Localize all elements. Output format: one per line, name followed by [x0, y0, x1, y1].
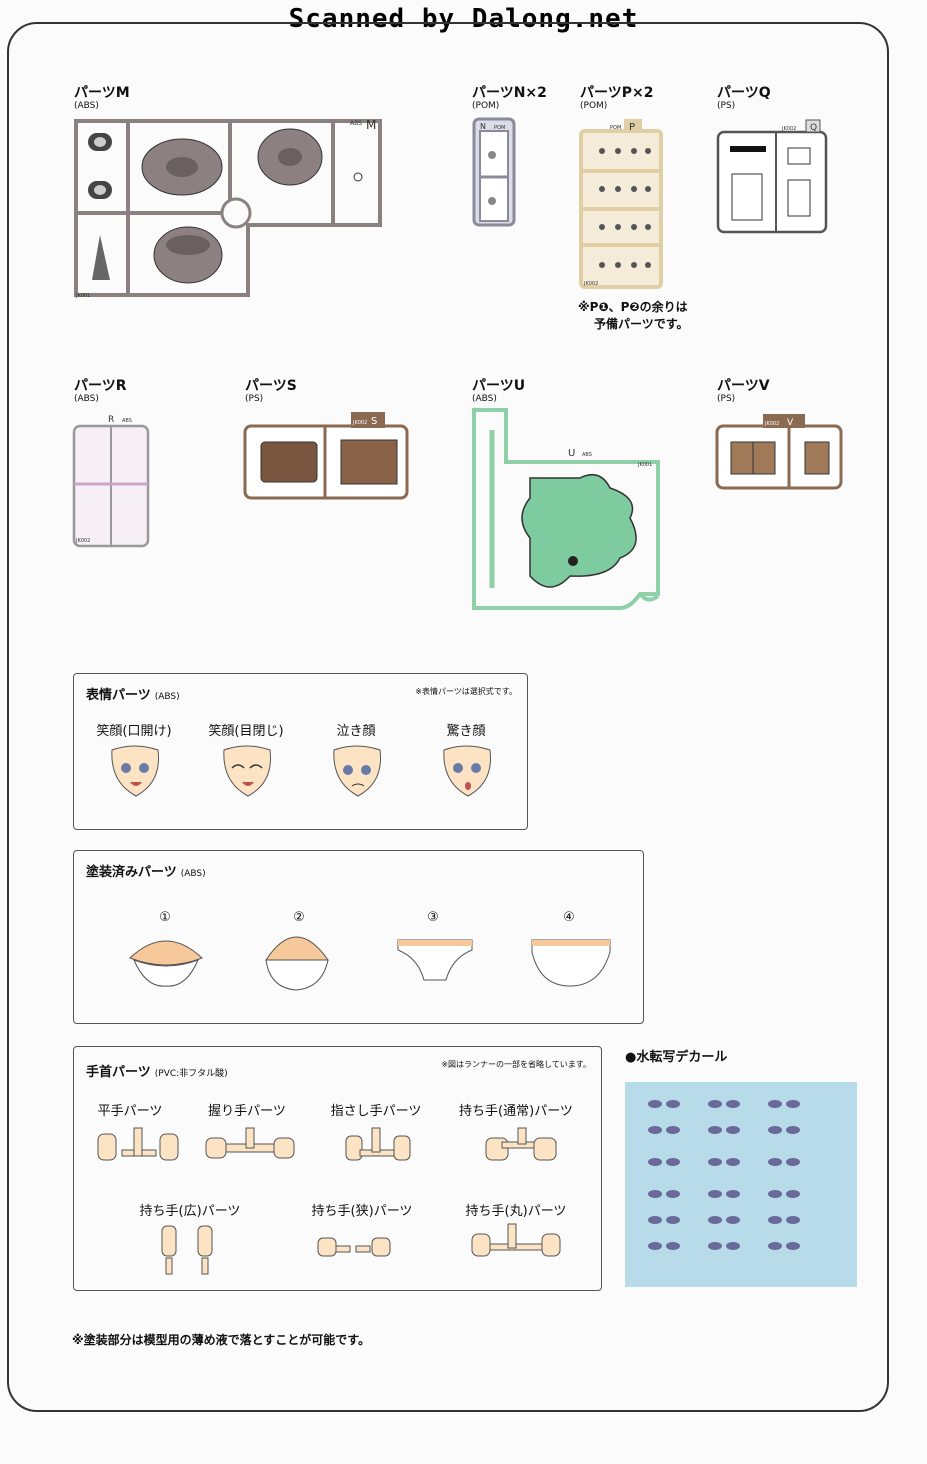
expression-material: (ABS) — [154, 692, 180, 702]
parts-u-mattag: ABS — [582, 452, 592, 458]
parts-v-code: JK002 — [764, 421, 779, 427]
hand-caption-flat: 平手パーツ — [97, 1104, 163, 1119]
parts-p-name: パーツP×2 — [580, 85, 654, 101]
painted-num-1: ① — [159, 910, 171, 925]
parts-r-mattag: ABS — [122, 418, 132, 424]
face-crying — [333, 745, 382, 797]
parts-n-mattag: POM — [494, 125, 505, 131]
parts-p-tag: P — [629, 122, 635, 133]
parts-v-runner: V JK002 — [715, 414, 843, 490]
face-caption-4: 驚き顔 — [446, 724, 486, 739]
parts-p-mattag: POM — [610, 125, 621, 131]
parts-p-label: パーツP×2 (POM) — [580, 82, 653, 111]
parts-m-material: (ABS) — [74, 101, 99, 111]
parts-v-name: パーツV — [717, 378, 770, 394]
face-surprised — [443, 745, 492, 797]
hands-material: (PVC:非フタル酸) — [154, 1069, 228, 1079]
hands-title: 手首パーツ(PVC:非フタル酸) — [86, 1061, 228, 1080]
painted-box: 塗装済みパーツ(ABS) — [73, 850, 644, 1024]
parts-v-material: (PS) — [717, 394, 736, 404]
hand-caption-hold-wide: 持ち手(広)パーツ — [139, 1204, 241, 1219]
parts-n-material: (POM) — [472, 101, 500, 111]
face-caption-3: 泣き顔 — [336, 724, 376, 739]
hand-caption-fist: 握り手パーツ — [208, 1104, 286, 1119]
hands-illustrations — [97, 1127, 561, 1275]
page-frame — [7, 22, 889, 1412]
parts-s-runner: S JK002 — [243, 412, 409, 500]
painted-part-1 — [129, 940, 203, 987]
parts-v-label: パーツV (PS) — [717, 375, 770, 404]
parts-m-runner: ABS M JK001 — [74, 118, 382, 299]
parts-u-material: (ABS) — [472, 394, 497, 404]
footnote: ※塗装部分は模型用の薄め液で落とすことが可能です。 — [72, 1333, 371, 1347]
parts-u-tag: U — [568, 448, 575, 459]
painted-num-3: ③ — [427, 910, 439, 925]
parts-m-mattag: ABS — [350, 120, 362, 127]
parts-q-code: JK002 — [781, 126, 796, 132]
parts-q-name: パーツQ — [717, 85, 771, 101]
expression-title-text: 表情パーツ — [86, 688, 151, 703]
painted-title-text: 塗装済みパーツ — [86, 865, 177, 880]
parts-n-runner: N POM — [472, 117, 516, 227]
parts-q-material: (PS) — [717, 101, 736, 111]
painted-num-2: ② — [293, 910, 305, 925]
parts-n-name: パーツN×2 — [472, 85, 547, 101]
expression-faces — [111, 745, 492, 797]
parts-s-material: (PS) — [245, 394, 264, 404]
face-smile-open — [111, 745, 160, 797]
parts-q-runner: Q JK002 — [716, 119, 828, 234]
parts-r-name: パーツR — [74, 378, 127, 394]
hand-caption-point: 指さし手パーツ — [330, 1104, 422, 1119]
parts-s-code: JK002 — [352, 420, 367, 426]
parts-p-code: JK002 — [583, 281, 598, 287]
parts-r-tag: R — [108, 415, 114, 425]
hands-title-text: 手首パーツ — [86, 1065, 151, 1080]
parts-r-code: JK002 — [75, 538, 90, 544]
parts-n-label: パーツN×2 (POM) — [472, 82, 547, 111]
hand-caption-hold-round: 持ち手(丸)パーツ — [465, 1204, 567, 1219]
painted-material: (ABS) — [180, 869, 206, 879]
decal-eyes — [648, 1100, 800, 1250]
parts-s-label: パーツS (PS) — [245, 375, 297, 404]
parts-q-tag: Q — [810, 123, 817, 133]
painted-title: 塗装済みパーツ(ABS) — [86, 861, 206, 880]
watermark: Scanned by Dalong.net — [288, 4, 639, 34]
parts-m-code: JK001 — [75, 293, 90, 299]
decal-title: ●水転写デカール — [625, 1050, 728, 1065]
parts-r-label: パーツR (ABS) — [74, 375, 127, 404]
parts-s-name: パーツS — [245, 378, 297, 394]
parts-m-label: パーツM (ABS) — [74, 82, 130, 111]
painted-part-3 — [397, 939, 473, 981]
expression-note: ※表情パーツは選択式です。 — [415, 687, 517, 696]
face-caption-2: 笑顔(目閉じ) — [208, 724, 284, 739]
painted-num-4: ④ — [563, 910, 575, 925]
painted-part-2 — [265, 936, 329, 991]
parts-r-material: (ABS) — [74, 394, 99, 404]
parts-u-code: JK001 — [637, 462, 652, 468]
parts-p-material: (POM) — [580, 101, 608, 111]
parts-r-runner: R ABS JK002 — [72, 415, 150, 548]
parts-m-tag: M — [366, 118, 376, 132]
parts-p-runner: P POM JK002 — [579, 119, 663, 289]
parts-u-label: パーツU (ABS) — [472, 375, 525, 404]
parts-p-note-line1: ※P❶、P❷の余りは — [578, 300, 688, 314]
painted-parts — [129, 936, 611, 991]
hand-caption-hold-normal: 持ち手(通常)パーツ — [459, 1104, 573, 1119]
parts-p-note: ※P❶、P❷の余りは 予備パーツです。 — [578, 299, 689, 333]
parts-m-name: パーツM — [74, 85, 130, 101]
hand-caption-hold-narrow: 持ち手(狭)パーツ — [311, 1204, 413, 1219]
parts-s-tag: S — [371, 416, 377, 427]
parts-q-label: パーツQ (PS) — [717, 82, 771, 111]
expression-title: 表情パーツ(ABS) — [86, 684, 180, 703]
parts-n-tag: N — [480, 122, 486, 131]
face-caption-1: 笑顔(口開け) — [96, 724, 172, 739]
hands-note: ※図はランナーの一部を省略しています。 — [441, 1060, 591, 1069]
face-smile-closed — [223, 745, 272, 797]
painted-part-4 — [531, 939, 611, 987]
parts-u-runner: U ABS JK001 — [472, 408, 660, 610]
parts-p-note-line2: 予備パーツです。 — [594, 317, 689, 331]
decal-sheet — [625, 1082, 857, 1287]
parts-v-tag: V — [787, 418, 794, 428]
parts-u-name: パーツU — [472, 378, 526, 394]
